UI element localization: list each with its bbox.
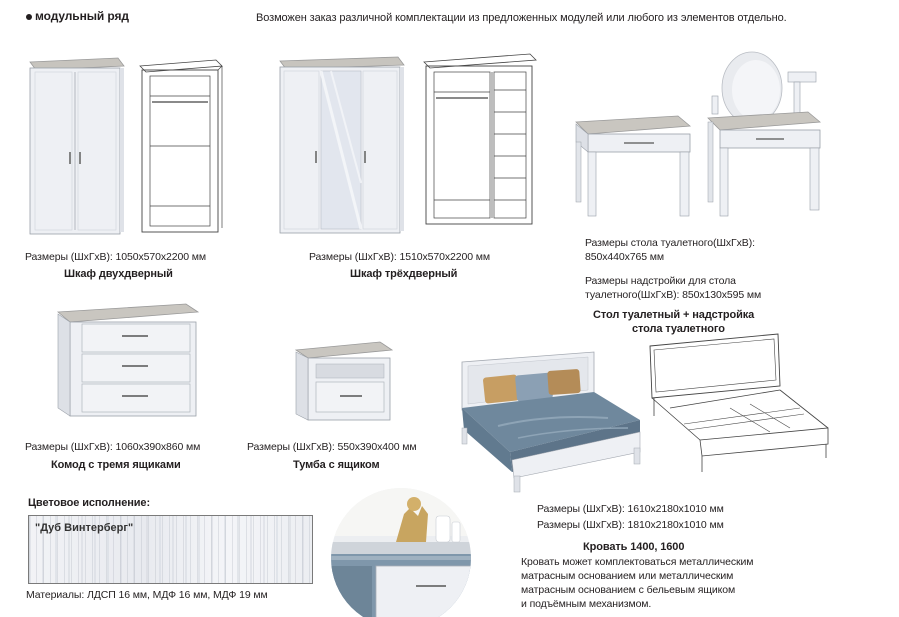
dressing-table-with-mirror-image [707, 51, 822, 217]
wardrobe-2door-open-drawing [139, 59, 223, 233]
dressing-table-image [575, 115, 692, 217]
section-bullet [26, 14, 32, 20]
wardrobe-3door-closed-image [279, 56, 405, 234]
color-swatch: "Дуб Винтерберг" [28, 515, 313, 584]
materials-text: Материалы: ЛДСП 16 мм, МДФ 16 мм, МДФ 19… [26, 589, 268, 601]
chest-of-drawers-image [56, 303, 200, 417]
bed-desc-1: Кровать может комплектоваться металличес… [521, 556, 754, 568]
bed-dims-2: Размеры (ШхГхВ): 1810х2180х1010 мм [537, 519, 724, 531]
bed-desc-3: матрасным основанием с бельевым ящиком [521, 584, 736, 596]
bed-image [461, 351, 641, 493]
bed-desc-4: и подъёмным механизмом. [521, 598, 652, 610]
bed-name: Кровать 1400, 1600 [583, 541, 685, 553]
dressing-table-dims-2: 850х440х765 мм [585, 251, 665, 263]
wardrobe-3door-open-drawing [423, 53, 537, 225]
nightstand-name: Тумба с ящиком [293, 459, 380, 471]
bed-frame-drawing [649, 333, 829, 472]
color-title: Цветовое исполнение: [28, 497, 151, 509]
chest-name: Комод с тремя ящиками [51, 459, 181, 471]
dressing-name-1: Стол туалетный + надстройка [593, 309, 755, 321]
dressing-table-dims-1: Размеры стола туалетного(ШхГхВ): [585, 237, 755, 249]
section-title: модульный ряд [35, 9, 129, 23]
wardrobe-2door-dims: Размеры (ШхГхВ): 1050х570х2200 мм [25, 251, 206, 263]
nightstand-image [294, 341, 394, 421]
nightstand-dims: Размеры (ШхГхВ): 550х390х400 мм [247, 441, 417, 453]
detail-photo-circle [331, 488, 471, 617]
chest-dims: Размеры (ШхГхВ): 1060х390х860 мм [25, 441, 201, 453]
dressing-top-dims-2: туалетного(ШхГхВ): 850х130х595 мм [585, 289, 762, 301]
wardrobe-3door-name: Шкаф трёхдверный [350, 268, 458, 280]
wardrobe-2door-name: Шкаф двухдверный [64, 268, 173, 280]
wardrobe-3door-dims: Размеры (ШхГхВ): 1510х570х2200 мм [309, 251, 490, 263]
color-swatch-name: "Дуб Винтерберг" [35, 522, 134, 534]
bed-dims-1: Размеры (ШхГхВ): 1610х2180х1010 мм [537, 503, 724, 515]
bed-desc-2: матрасным основанием или металлическим [521, 570, 734, 582]
header-note: Возможен заказ различной комплектации из… [256, 12, 787, 24]
wardrobe-2door-closed-image [29, 57, 125, 235]
dressing-name-2: стола туалетного [632, 323, 725, 335]
dressing-top-dims-1: Размеры надстройки для стола [585, 275, 736, 287]
